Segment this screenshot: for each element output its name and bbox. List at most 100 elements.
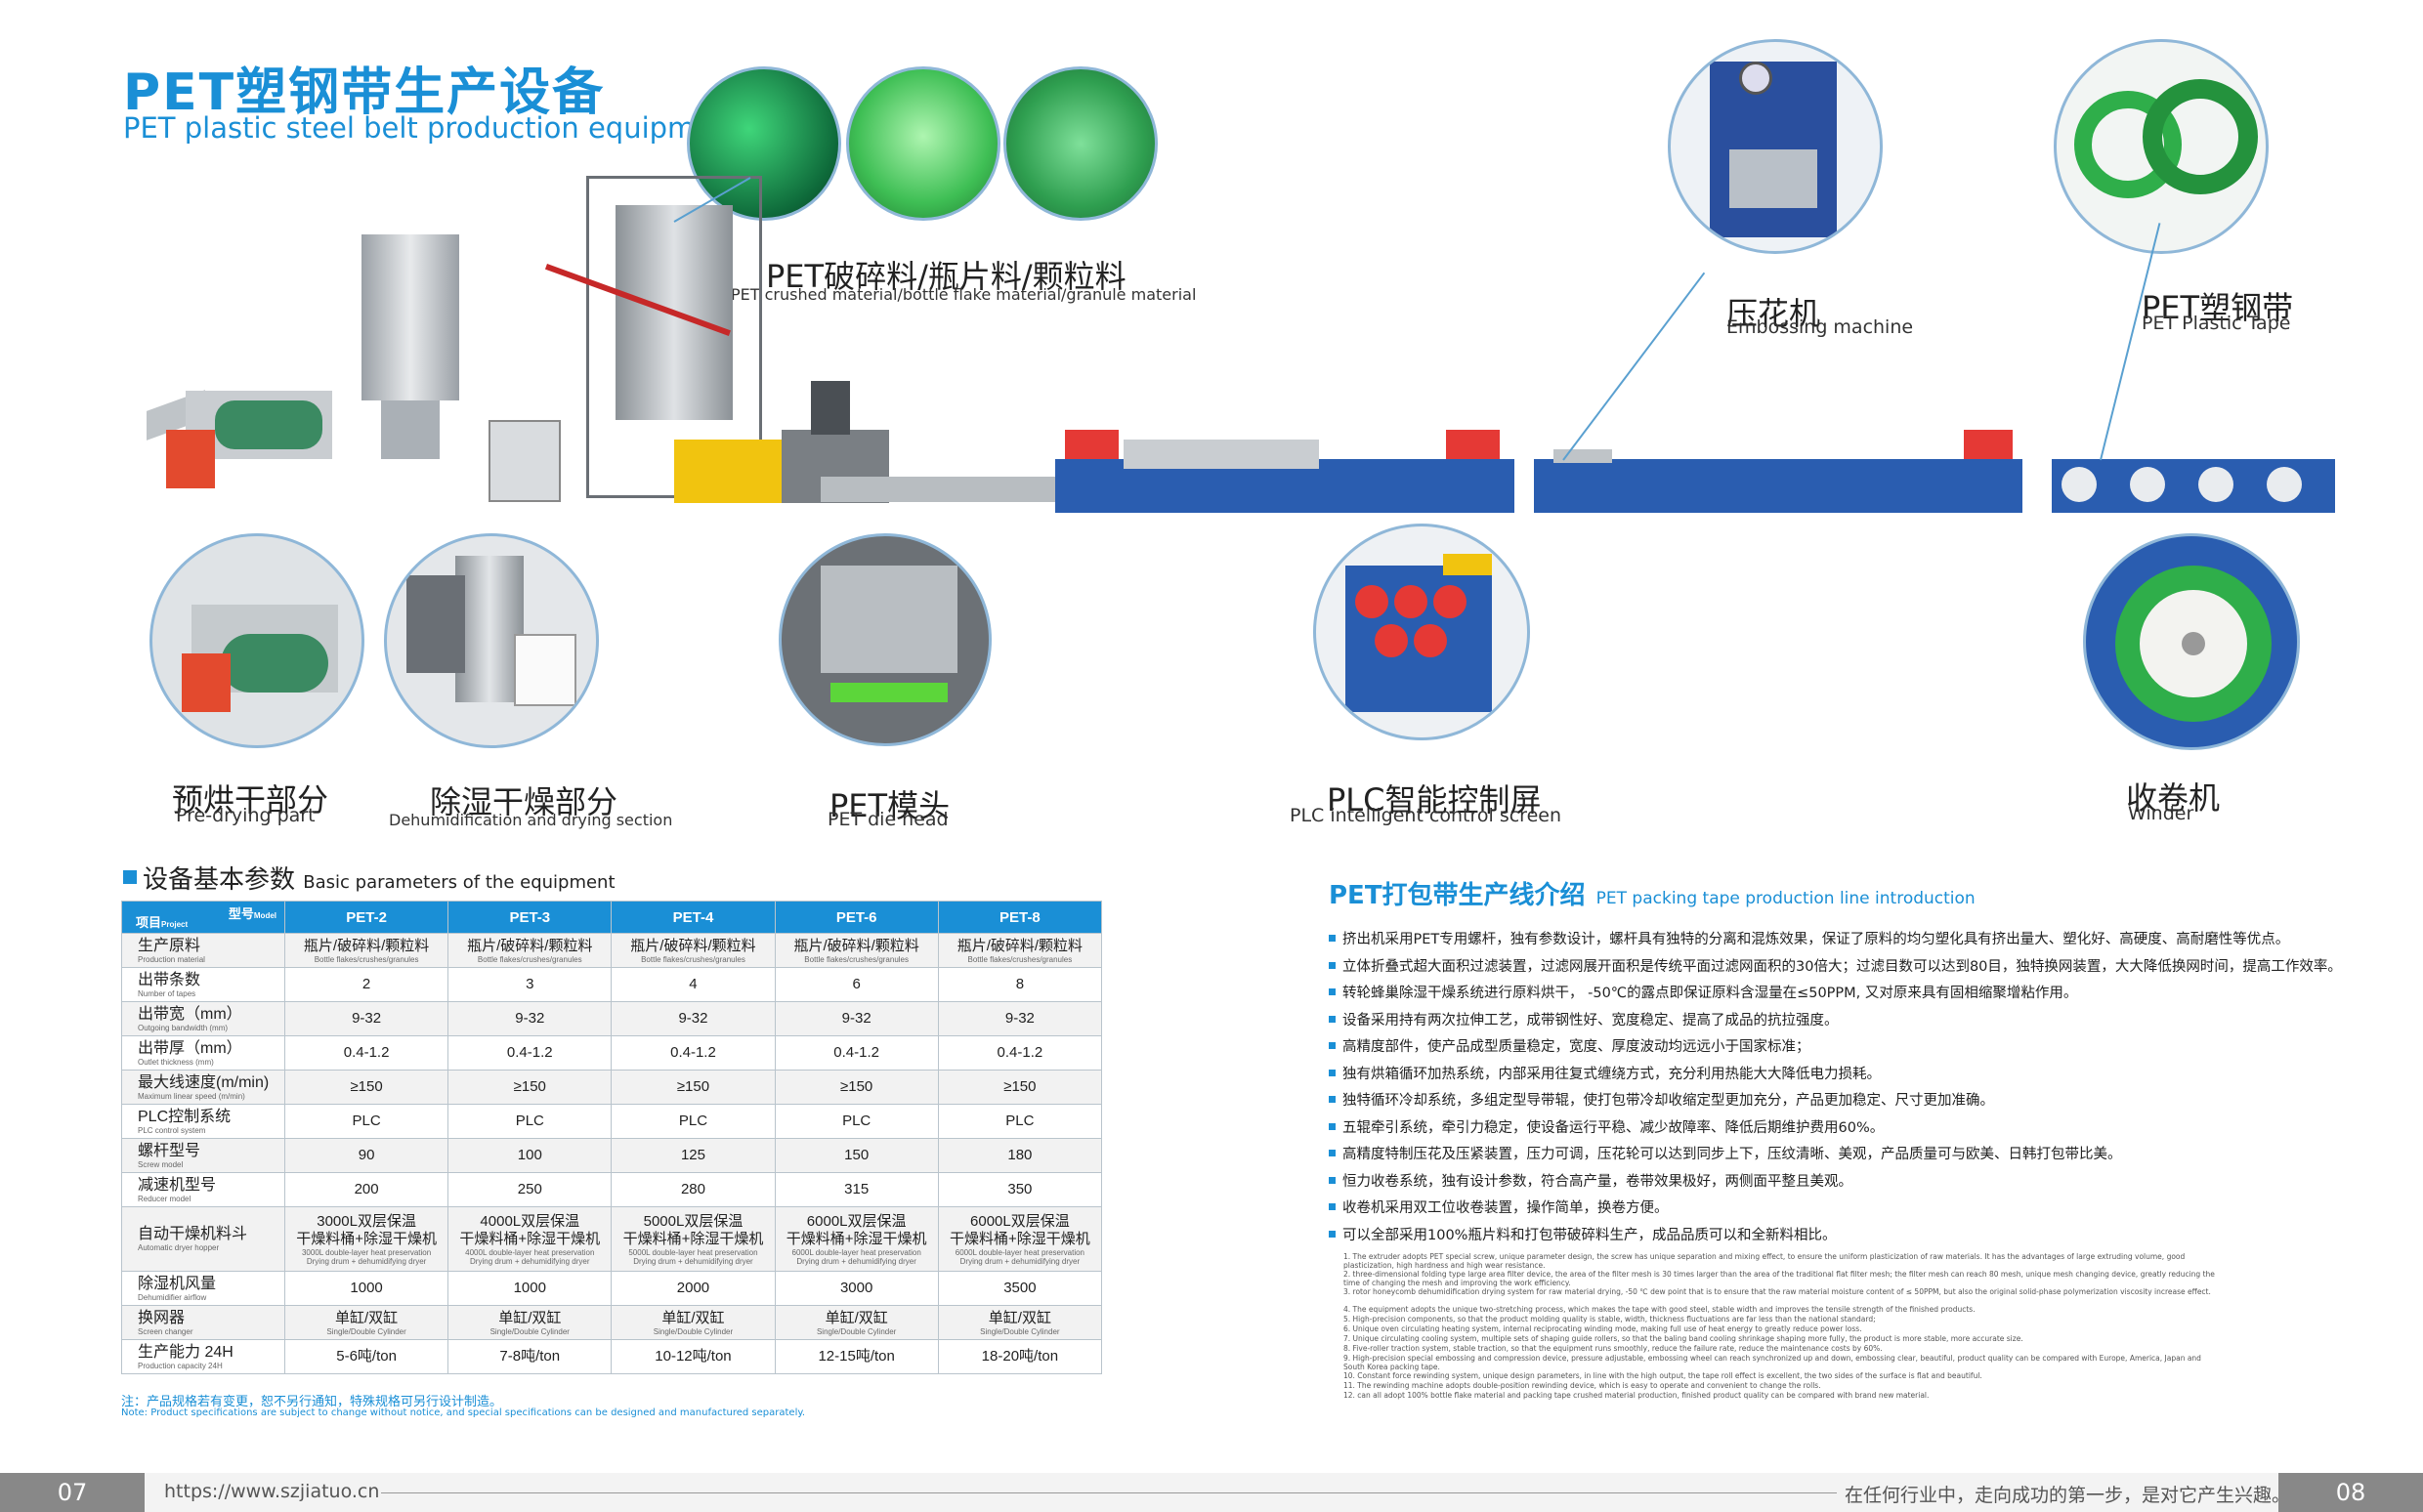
table-cell: 8: [937, 967, 1103, 1002]
table-cell: 10-12吨/ton: [611, 1339, 776, 1374]
table-cell: 9-32: [774, 1001, 939, 1036]
parameter-table: 型号Model 项目Project PET-2 PET-3 PET-4 PET-…: [121, 901, 1103, 1374]
table-cell: 3500: [937, 1271, 1103, 1306]
intro-note: 12. can all adopt 100% bottle flake mate…: [1343, 1391, 1930, 1400]
table-cell: 7-8吨/ton: [447, 1339, 613, 1374]
material-crushed-photo: [687, 66, 841, 221]
tape-label-en: PET Plastic Tape: [2142, 313, 2291, 334]
intro-item: 恒力收卷系统，独有设计参数，符合高产量，卷带效果极好，两侧面平整且美观。: [1329, 1170, 1852, 1191]
dehumid-photo: [384, 533, 599, 748]
table-cell: 0.4-1.2: [611, 1035, 776, 1071]
table-cell: ≥150: [774, 1070, 939, 1105]
die-label-en: PET die head: [828, 809, 949, 830]
table-cell: 350: [937, 1172, 1103, 1207]
table-cell: 18-20吨/ton: [937, 1339, 1103, 1374]
winder-label-cn: 收卷机: [2126, 779, 2221, 817]
table-cell: ≥150: [283, 1070, 449, 1105]
params-heading-cn: 设备基本参数: [143, 865, 296, 895]
table-cell: PLC: [937, 1104, 1103, 1139]
params-note-en: Note: Product specifications are subject…: [121, 1407, 806, 1418]
table-cell: 9-32: [611, 1001, 776, 1036]
footer-divider: [381, 1492, 1837, 1493]
table-cell: 3000: [774, 1271, 939, 1306]
intro-heading-en: PET packing tape production line introdu…: [1595, 889, 1976, 908]
predry-label-en: Pre-drying part: [176, 805, 316, 826]
intro-note: 11. The rewinding machine adopts double-…: [1343, 1381, 1821, 1390]
table-cell: 0.4-1.2: [774, 1035, 939, 1071]
die-label-cn: PET模头: [829, 787, 951, 824]
table-cell: ≥150: [447, 1070, 613, 1105]
intro-heading-cn: PET打包带生产线介绍: [1329, 881, 1586, 910]
intro-note: 1. The extruder adopts PET special screw…: [1343, 1252, 2186, 1270]
intro-note: 10. Constant force rewinding system, uni…: [1343, 1371, 1982, 1380]
params-heading: 设备基本参数 Basic parameters of the equipment: [143, 860, 616, 896]
plc-label-en: PLC intelligent control screen: [1290, 805, 1561, 826]
dehumid-label-en: Dehumidification and drying section: [389, 811, 673, 829]
footer-slogan: 在任何行业中，走向成功的第一步，是对它产生兴趣。: [1845, 1485, 2291, 1506]
intro-note: 9. High-precision special embossing and …: [1343, 1354, 2201, 1371]
table-cell: PLC: [283, 1104, 449, 1139]
table-corner-cell: 型号Model 项目Project: [121, 901, 285, 934]
intro-item: 设备采用持有两次拉伸工艺，成带钢性好、宽度稳定、提高了成品的抗拉强度。: [1329, 1009, 1839, 1029]
intro-note: 4. The equipment adopts the unique two-s…: [1343, 1305, 1976, 1314]
embossing-label-en: Embossing machine: [1726, 316, 1914, 338]
intro-note: 5. High-precision components, so that th…: [1343, 1315, 1876, 1323]
intro-item: 挤出机采用PET专用螺杆，独有参数设计，螺杆具有独特的分离和混炼效果，保证了原料…: [1329, 928, 2289, 948]
table-cell: 180: [937, 1138, 1103, 1173]
table-cell: 150: [774, 1138, 939, 1173]
page-number-right: 08: [2278, 1473, 2423, 1512]
table-cell: 0.4-1.2: [447, 1035, 613, 1071]
footer-url[interactable]: https://www.szjiatuo.cn: [164, 1481, 380, 1502]
winder-label-en: Winder: [2128, 803, 2194, 824]
intro-note: 8. Five-roller traction system, stable t…: [1343, 1344, 1883, 1353]
table-cell: 280: [611, 1172, 776, 1207]
die-head-photo: [779, 533, 992, 746]
intro-note: 2. three-dimensional folding type large …: [1343, 1270, 2215, 1287]
pre-drying-photo: [149, 533, 364, 748]
plc-label-cn: PLC智能控制屏: [1327, 781, 1542, 819]
plc-screen-photo: [1313, 524, 1530, 740]
intro-item: 高精度特制压花及压紧装置，压力可调，压花轮可以达到同步上下，压纹清晰、美观，产品…: [1329, 1143, 2122, 1163]
table-cell: 9-32: [283, 1001, 449, 1036]
page-subtitle: PET plastic steel belt production equipm…: [123, 111, 742, 145]
intro-note: 6. Unique oven circulating heating syste…: [1343, 1324, 1862, 1333]
intro-item: 独有烘箱循环加热系统，内部采用往复式缠绕方式，充分利用热能大大降低电力损耗。: [1329, 1063, 1881, 1083]
material-flake-photo: [846, 66, 1000, 221]
row-header: 出带厚（mm）Outlet thickness (mm): [121, 1035, 285, 1071]
table-cell: 12-15吨/ton: [774, 1339, 939, 1374]
table-cell: 2: [283, 967, 449, 1002]
table-cell: 0.4-1.2: [283, 1035, 449, 1071]
table-cell: PLC: [774, 1104, 939, 1139]
model-header: PET-2: [283, 901, 449, 934]
table-row: 最大线速度(m/min)Maximum linear speed (m/min)…: [121, 1070, 1103, 1105]
table-cell: 3: [447, 967, 613, 1002]
table-cell: 250: [447, 1172, 613, 1207]
embossing-machine-photo: [1668, 39, 1883, 254]
row-header: 出带宽（mm）Outgoing bandwidth (mm): [121, 1001, 285, 1036]
model-header: PET-4: [611, 901, 776, 934]
table-cell: 315: [774, 1172, 939, 1207]
params-note-cn: 注：产品规格若有变更，恕不另行通知，特殊规格可另行设计制造。: [121, 1395, 503, 1409]
